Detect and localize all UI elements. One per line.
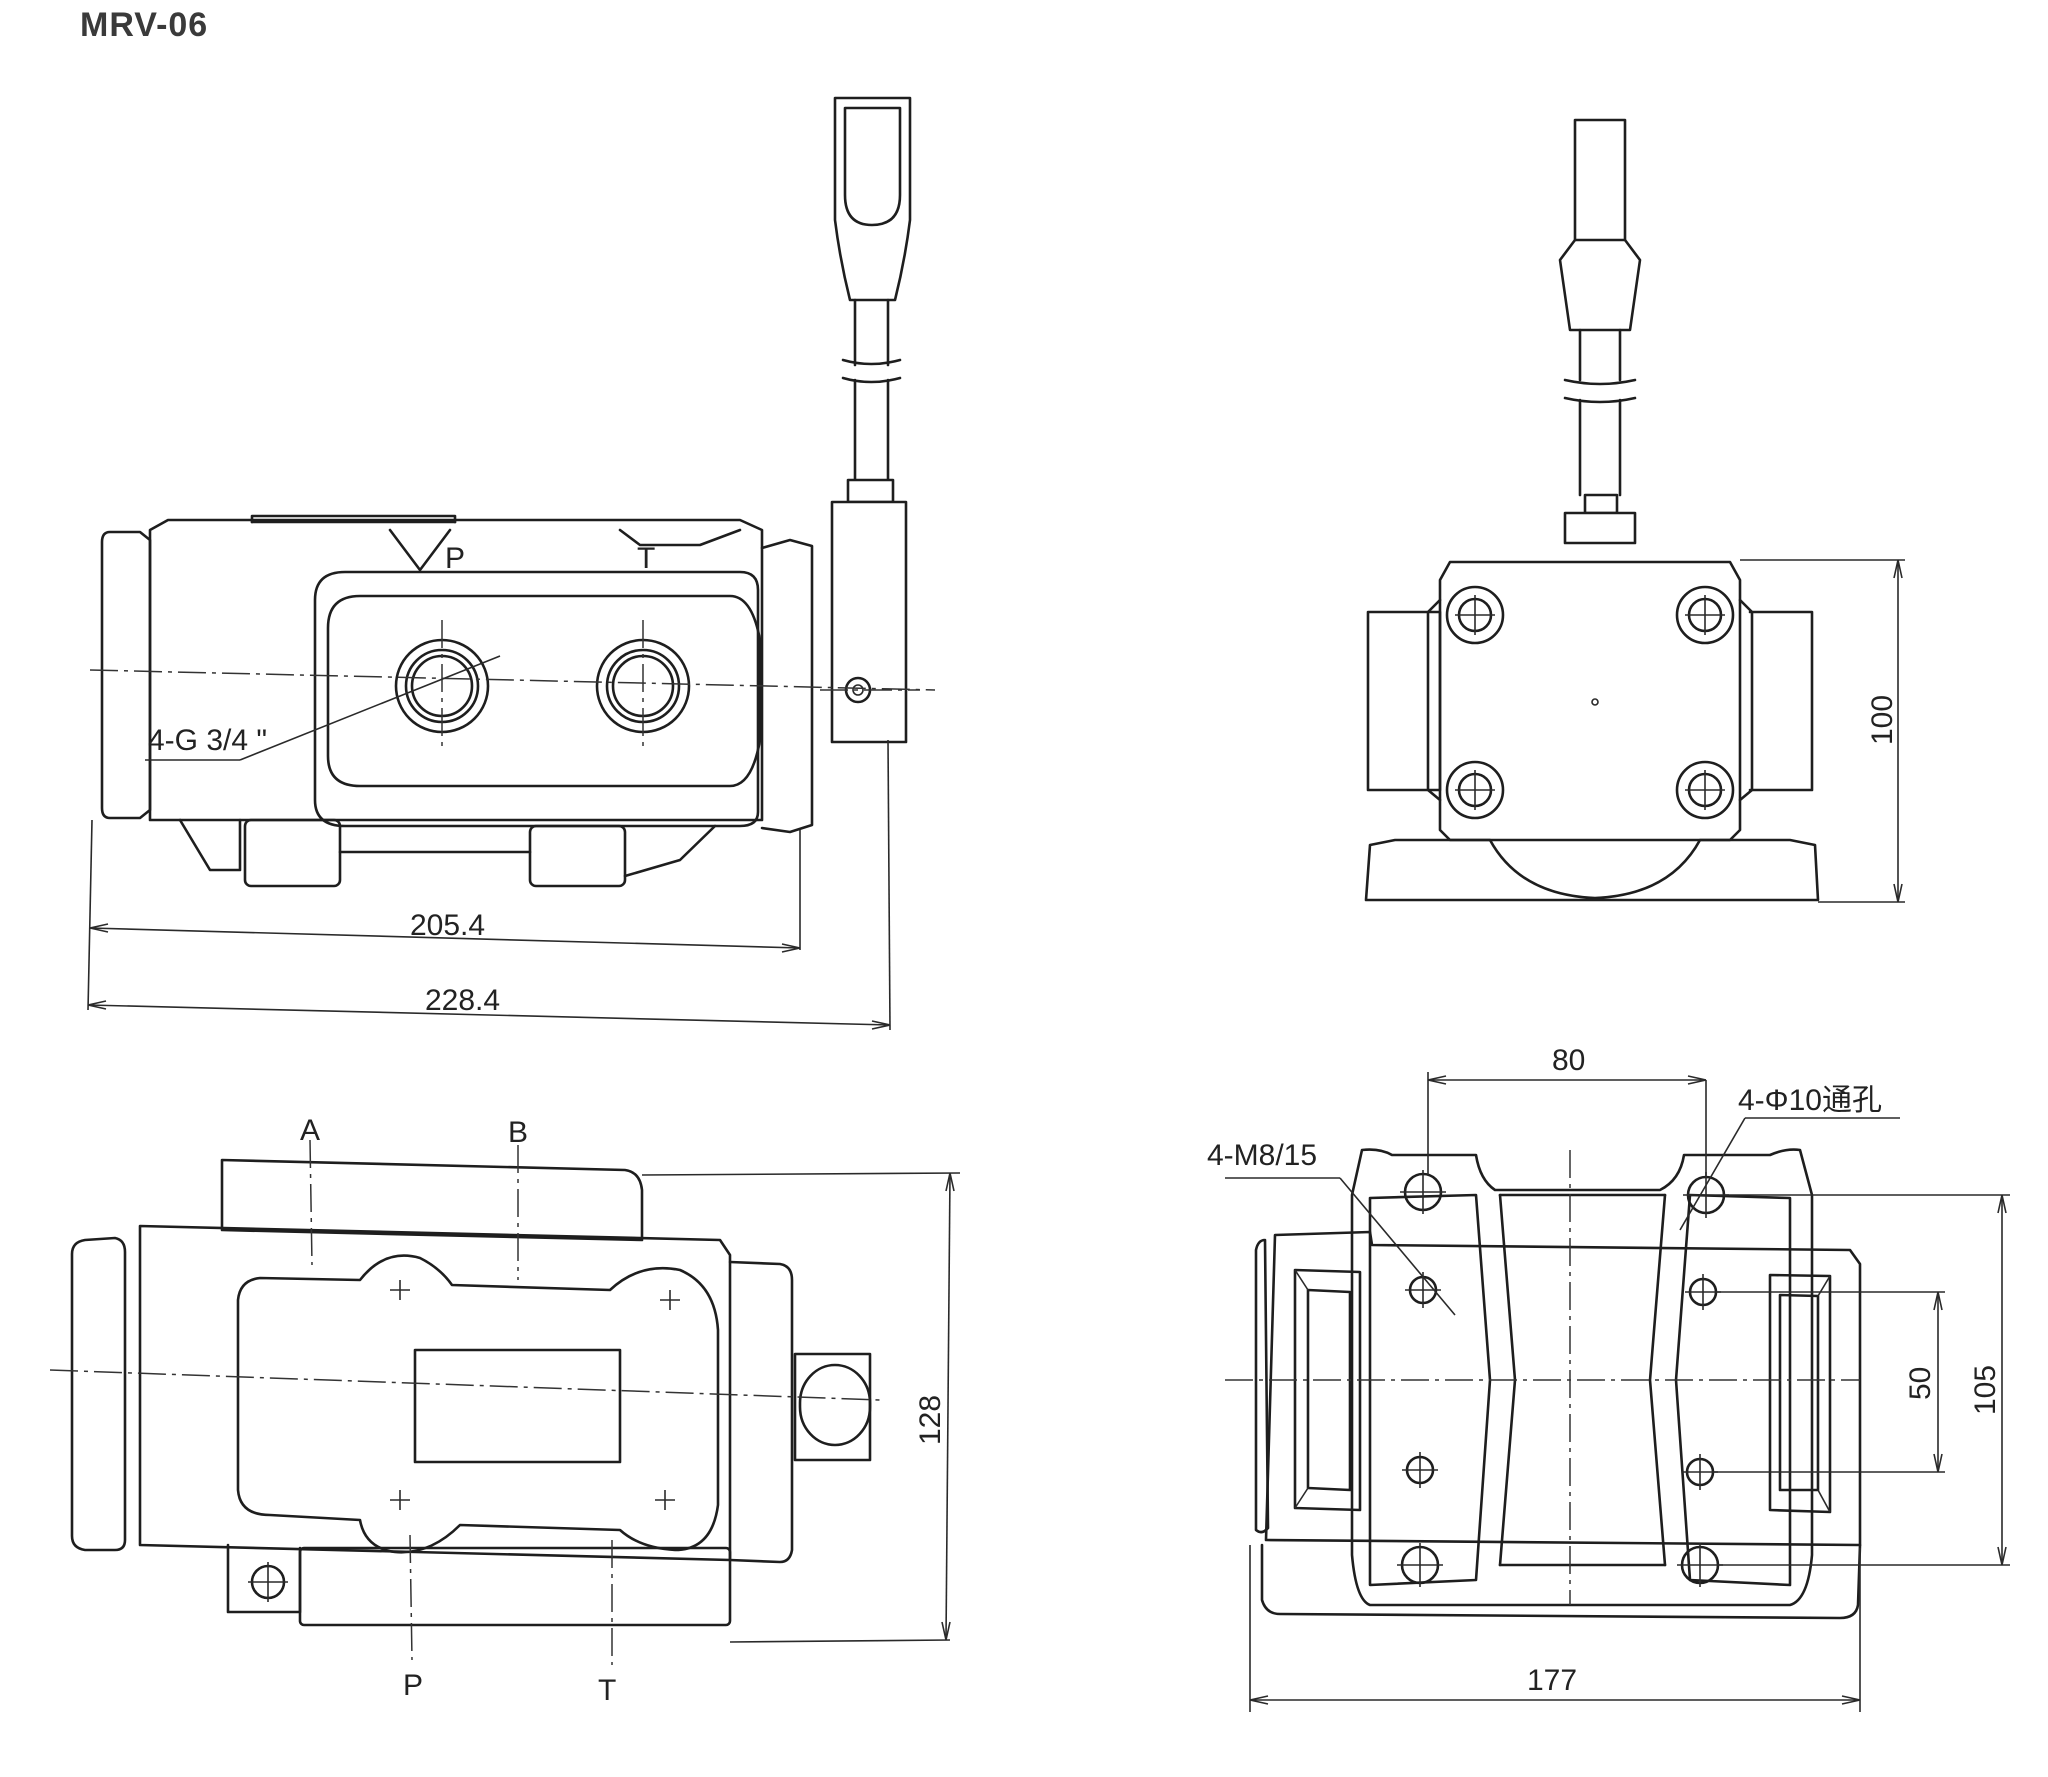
dim-105: 105 — [1969, 1365, 2002, 1415]
dim-177: 177 — [1527, 1664, 1577, 1697]
dim-50: 50 — [1904, 1367, 1937, 1400]
port-label-b: B — [508, 1116, 528, 1149]
front-view: 4-G 3/4 " P T 205.4 228.4 — [87, 96, 936, 1031]
dim-128: 128 — [914, 1395, 947, 1445]
side-view: 100 — [1364, 118, 1905, 903]
side-lever — [1558, 118, 1642, 545]
drawing-title: MRV-06 — [80, 6, 209, 44]
dim-205-4: 205.4 — [410, 909, 485, 942]
dim-80: 80 — [1552, 1044, 1585, 1077]
lever-handle — [820, 96, 920, 744]
port-label-t-bottom: T — [598, 1674, 616, 1707]
hole-callout-label: 4-Φ10通孔 — [1738, 1084, 1882, 1117]
port-label-p-bottom: P — [403, 1669, 423, 1702]
mounting-view: 4-M8/15 4-Φ10通孔 80 50 105 177 — [1207, 1044, 2010, 1712]
port-label-p: P — [445, 542, 465, 575]
thread-callout-label: 4-M8/15 — [1207, 1139, 1317, 1172]
port-callout-label: 4-G 3/4 " — [148, 724, 267, 757]
port-label-a: A — [300, 1114, 320, 1147]
port-label-t: T — [637, 542, 655, 575]
dim-100: 100 — [1866, 695, 1899, 745]
top-view: A B P T 128 — [49, 1114, 961, 1707]
dim-228-4: 228.4 — [425, 984, 500, 1017]
